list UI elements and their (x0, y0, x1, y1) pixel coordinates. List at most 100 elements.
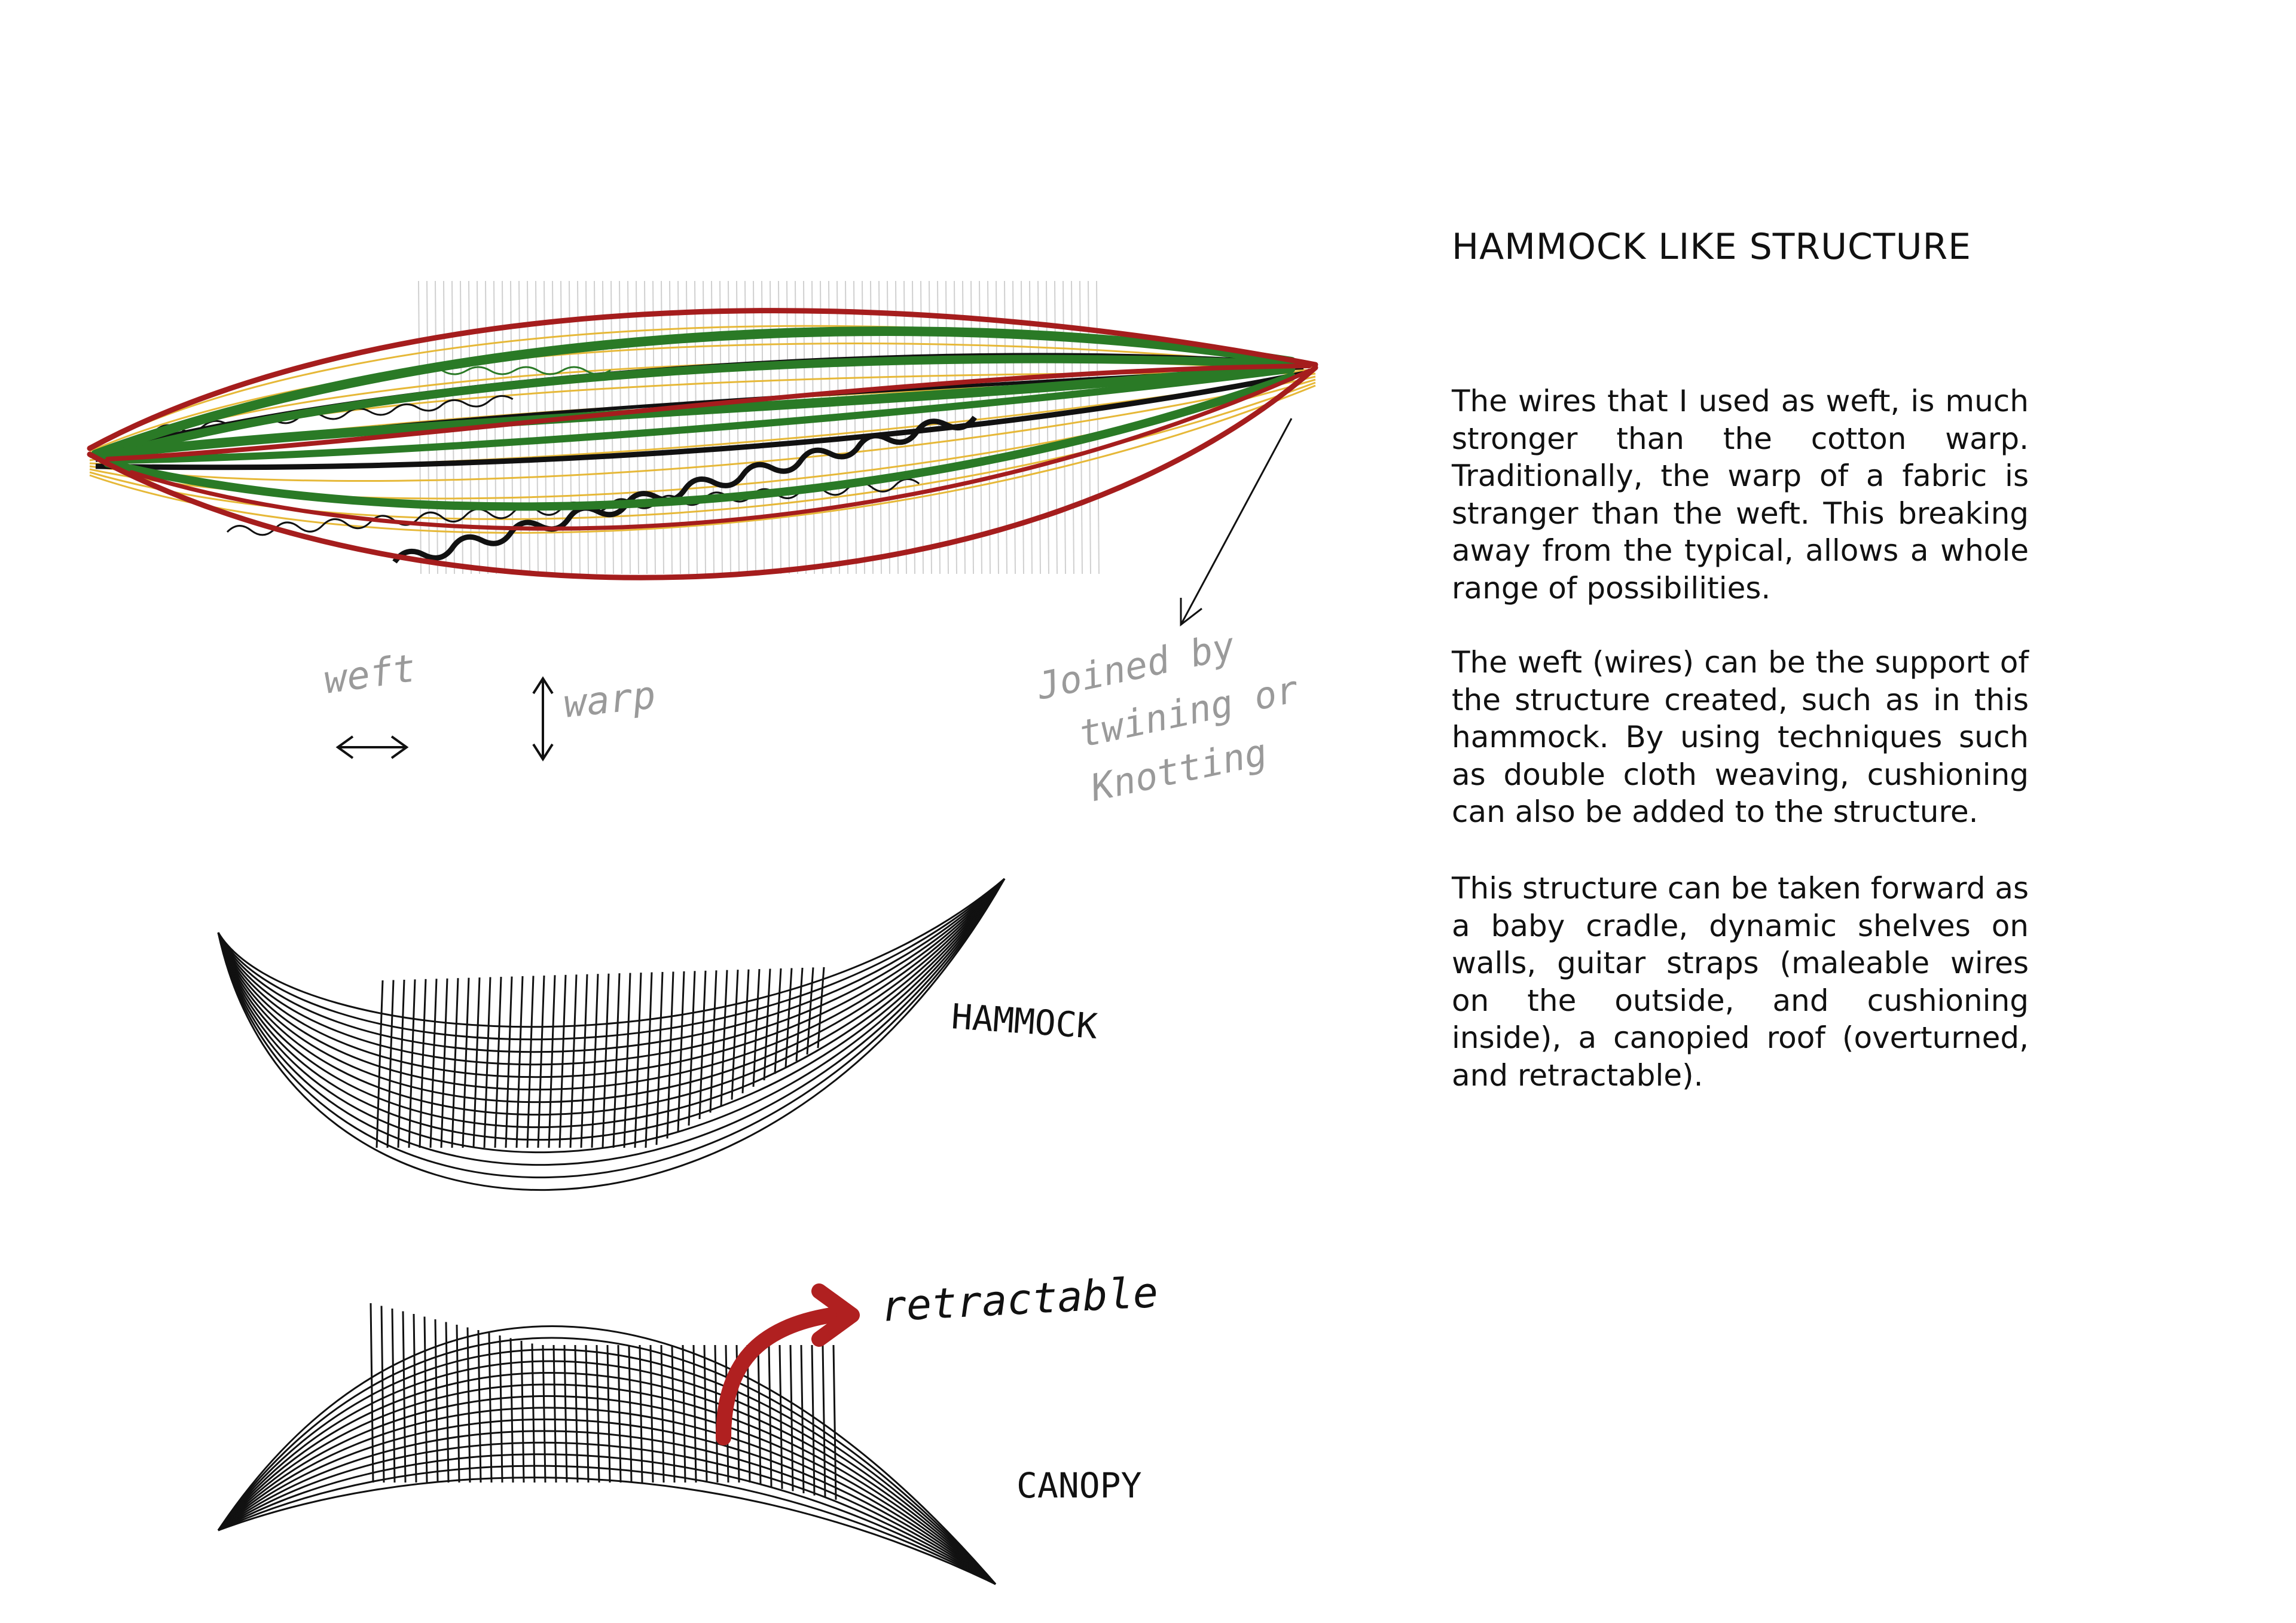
warp-thread (887, 280, 890, 574)
warp-thread (552, 280, 555, 574)
canopy-strand (217, 1349, 997, 1585)
sketch-canvas: weft warp Joined by twining or Knotting … (87, 280, 1318, 1585)
canopy-crossbar (466, 1327, 471, 1483)
canopy-crossbar (520, 1340, 525, 1483)
canopy-strand (218, 1477, 996, 1585)
canopy-strand (217, 1383, 997, 1585)
canopy-crossbar (660, 1344, 665, 1483)
hammock-strand (217, 878, 1006, 1078)
hammock-strand (217, 878, 1006, 1179)
warp-thread (661, 280, 664, 574)
hammock-strand (217, 878, 1006, 1091)
woven-sample (87, 280, 1318, 580)
canopy-crossbar (499, 1335, 503, 1483)
weft-label-group: weft (321, 646, 419, 703)
warp-thread (1088, 280, 1091, 574)
green-weft-wires (91, 326, 1296, 511)
warp-thread (845, 280, 848, 574)
paragraph-applications: This structure can be taken forward as a… (1452, 871, 2029, 1093)
hammock-crossbar (494, 977, 502, 1148)
canopy-crossbar (757, 1344, 762, 1485)
hammock-crossbar (709, 970, 718, 1113)
hammock-crossbar (774, 968, 782, 1074)
canopy-crossbar (574, 1344, 579, 1483)
warp-thread (786, 280, 790, 574)
canopy-crossbar (509, 1338, 514, 1483)
hammock-strand (217, 878, 1006, 1041)
canopy-crossbar (552, 1344, 557, 1483)
hammock-crossbar (806, 967, 814, 1055)
hammock-strand (217, 878, 1005, 1028)
double-arrow-vertical-icon (532, 676, 554, 762)
hammock-strand (217, 878, 1006, 1191)
warp-thread (1096, 280, 1100, 574)
hammock-strand (217, 878, 1006, 1153)
hammock-strand (217, 878, 1006, 1066)
hammock-crossbar (397, 979, 405, 1148)
canopy-crossbar (639, 1344, 643, 1483)
curved-arrow-icon (716, 1283, 860, 1445)
hammock-strand (217, 878, 1006, 1115)
hammock-crossbar (386, 980, 395, 1148)
hammock-crossbar (429, 979, 438, 1148)
hammock-crossbar (591, 974, 599, 1148)
hammock-crossbar (688, 971, 696, 1126)
hammock-crossbar (731, 970, 739, 1100)
warp-thread (544, 280, 547, 574)
warp-thread (1029, 280, 1033, 574)
warp-thread (820, 280, 823, 574)
canopy-strand (217, 1360, 997, 1585)
hammock-crossbar (752, 969, 761, 1087)
hammock-crossbar (634, 972, 642, 1148)
canopy-crossbar (434, 1319, 439, 1483)
warp-thread (853, 280, 857, 574)
canopy-crossbar (628, 1344, 633, 1483)
canopy-crossbar (585, 1344, 590, 1483)
canopy-crossbar (649, 1344, 654, 1483)
canopy-crossbar (456, 1324, 460, 1483)
pointer-arrow-icon (1180, 418, 1293, 627)
warp-label: warp (561, 673, 658, 727)
hammock-crossbar (580, 974, 588, 1148)
warp-thread (1012, 280, 1016, 574)
hammock-crossbar (515, 976, 524, 1148)
hammock-crossbar (784, 968, 793, 1068)
canopy-crossbar (402, 1311, 407, 1483)
warp-thread (878, 280, 882, 574)
hammock-crossbar (505, 976, 513, 1148)
hammock-strand (217, 878, 1006, 1128)
warp-thread (594, 280, 597, 574)
hammock-crossbar (612, 973, 621, 1148)
warp-thread (870, 280, 874, 574)
warp-thread (1054, 280, 1058, 574)
canopy-crossbar (832, 1344, 837, 1500)
warp-thread (803, 280, 807, 574)
hammock-crossbar (720, 970, 728, 1107)
red-weft-wires (87, 308, 1318, 580)
hammock-strand (217, 878, 1006, 1053)
hammock-crossbar (537, 975, 545, 1148)
canopy-strand (218, 1453, 996, 1585)
hammock-crossbar (451, 978, 459, 1148)
canopy-sketch (217, 1303, 997, 1585)
canopy-crossbar (768, 1344, 773, 1487)
hammock-crossbar (666, 971, 674, 1139)
warp-thread (811, 280, 815, 574)
canopy-crossbar (671, 1344, 676, 1483)
hammock-crossbar (602, 973, 610, 1148)
canopy-strand (218, 1441, 996, 1585)
canopy-strand (218, 1465, 996, 1585)
canopy-crossbar (596, 1344, 600, 1483)
warp-thread (610, 280, 614, 574)
canopy-strand (217, 1337, 997, 1585)
canopy-crossbar (531, 1343, 536, 1483)
joined-note: Joined by twining or Knotting (1033, 623, 1302, 810)
warp-thread (652, 280, 656, 574)
hammock-crossbar (623, 973, 631, 1148)
hammock-crossbar (817, 967, 825, 1049)
hammock-crossbar (795, 967, 804, 1061)
canopy-crossbar (563, 1344, 568, 1483)
canopy-crossbar (703, 1344, 708, 1483)
canopy-crossbar (778, 1344, 783, 1489)
canopy-crossbar (370, 1303, 374, 1483)
